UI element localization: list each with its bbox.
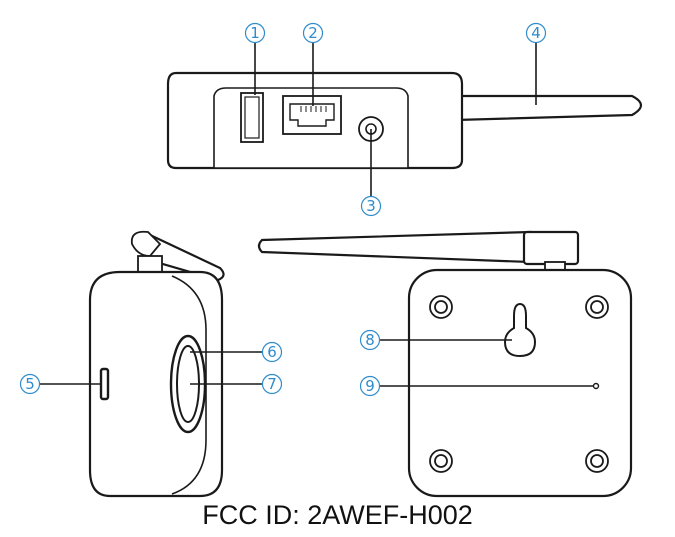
callout-1-label: 1 [250, 24, 260, 42]
top-view [166, 71, 643, 170]
foot-top-right-inner [590, 300, 604, 314]
rubber-feet [429, 295, 609, 473]
foot-bottom-left-inner [434, 454, 448, 468]
callout-2: 2 [302, 22, 324, 44]
callout-1: 1 [244, 22, 266, 44]
callout-7: 7 [261, 373, 283, 395]
callout-9: 9 [359, 375, 381, 397]
usb-port-inner [244, 96, 260, 139]
leader-lines [40, 42, 593, 387]
callout-3: 3 [360, 195, 382, 217]
callout-2-label: 2 [308, 24, 318, 42]
callout-6: 6 [261, 341, 283, 363]
device-bottom-body [407, 268, 633, 498]
foot-bottom-right-inner [590, 454, 604, 468]
ethernet-pins [300, 106, 327, 112]
antenna-bottom [257, 230, 532, 264]
callout-8: 8 [359, 329, 381, 351]
antenna-bottom-hinge [522, 230, 580, 266]
callout-3-label: 3 [366, 197, 376, 215]
callout-4: 4 [525, 22, 547, 44]
foot-top-left-inner [434, 300, 448, 314]
callout-6-label: 6 [267, 343, 277, 361]
side-slot [99, 367, 110, 401]
antenna-top [454, 94, 643, 122]
callout-8-label: 8 [365, 331, 375, 349]
callout-5: 5 [19, 373, 41, 395]
callout-9-label: 9 [365, 377, 375, 395]
side-view [88, 230, 225, 498]
callout-7-label: 7 [267, 375, 277, 393]
reset-pinhole [592, 382, 600, 390]
bottom-view [257, 230, 633, 498]
wall-mount-hole [503, 302, 537, 358]
fcc-id-caption: FCC ID: 2AWEF-H002 [202, 500, 473, 530]
callout-5-label: 5 [25, 375, 35, 393]
antenna-side-hinge [130, 230, 162, 257]
callout-4-label: 4 [531, 24, 541, 42]
